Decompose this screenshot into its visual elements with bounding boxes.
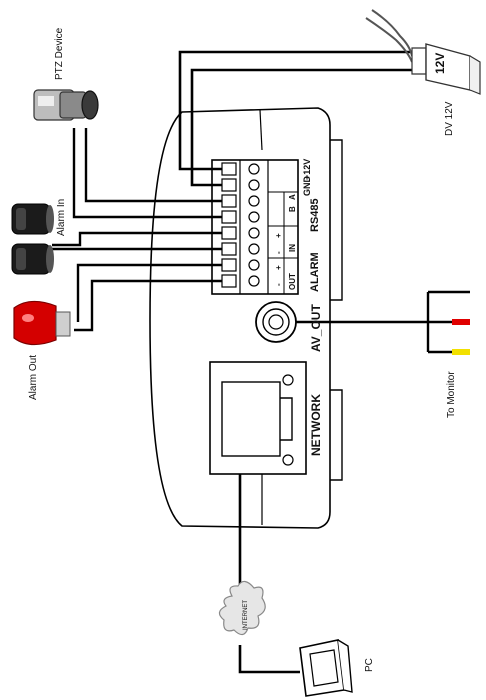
alarm-out-label: Alarm Out	[28, 355, 39, 400]
ptz-camera-icon	[33, 89, 99, 121]
pc-label: PC	[364, 658, 375, 672]
port-label-out-minus: -	[274, 283, 283, 286]
av-out-port	[255, 301, 297, 343]
terminal-screws	[248, 163, 260, 287]
power-adapter-icon	[365, 9, 481, 95]
adapter-label: 12V	[433, 53, 447, 74]
ptz-wires	[72, 128, 222, 219]
port-label-in: IN	[288, 244, 297, 252]
siren-icon	[13, 300, 71, 346]
av-yellow-plug	[452, 349, 470, 355]
alarm-out-wires	[74, 263, 222, 332]
port-label-av-out: AV_OUT	[309, 304, 323, 352]
pc-icon	[299, 639, 353, 697]
monitor-cable	[296, 290, 470, 355]
port-label-rs485: RS485	[309, 198, 321, 232]
port-label-in-plus: +	[274, 233, 283, 238]
network-port	[209, 361, 307, 475]
power-label: DV 12V	[444, 101, 455, 136]
power-wires	[178, 50, 412, 187]
internet-label: INTERNET	[243, 600, 249, 630]
alarm-in-wires	[52, 231, 222, 251]
port-label-gnd: GND	[302, 176, 312, 197]
terminal-label-grid	[268, 191, 298, 294]
port-label-in-minus: -	[274, 251, 283, 254]
port-label-12v: +12V	[302, 159, 312, 180]
port-label-network: NETWORK	[309, 394, 323, 456]
port-label-b: B	[288, 206, 297, 212]
av-red-plug	[452, 319, 470, 325]
port-label-out-plus: +	[274, 265, 283, 270]
network-cable	[238, 474, 300, 674]
port-label-alarm: ALARM	[309, 252, 321, 292]
alarm-in-sensor-icon	[11, 203, 54, 235]
alarm-in-sensor-icon	[11, 243, 54, 275]
ptz-device-label: PTZ Device	[54, 27, 65, 80]
alarm-in-label: Alarm In	[56, 199, 67, 236]
port-label-out: OUT	[288, 273, 297, 290]
internet-cloud-icon	[218, 580, 266, 636]
port-label-a: A	[288, 194, 297, 200]
to-monitor-label: To Monitor	[446, 371, 457, 418]
terminal-block	[211, 159, 299, 295]
